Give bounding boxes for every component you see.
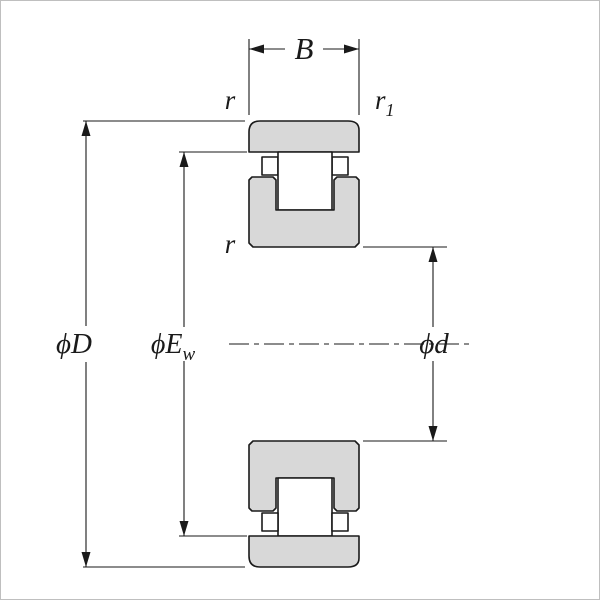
chamfer-inner-left-label: r bbox=[225, 229, 236, 259]
arrowhead-down bbox=[81, 552, 91, 567]
dim-raceway-sub: w bbox=[182, 344, 195, 365]
cage-top-right bbox=[331, 156, 349, 176]
roller-bottom bbox=[277, 477, 333, 537]
cage-bottom-right bbox=[331, 512, 349, 532]
dim-raceway-group: ϕEw bbox=[151, 151, 247, 537]
dim-outer-diameter-label: ϕD bbox=[56, 328, 92, 360]
arrowhead-up bbox=[81, 121, 91, 136]
outer-ring-top bbox=[248, 120, 360, 153]
chamfer-outer-right-label: r1 bbox=[375, 85, 395, 120]
arrowhead-down bbox=[428, 426, 438, 441]
inner-ring-bottom bbox=[248, 440, 360, 512]
arrowhead-up bbox=[179, 152, 189, 167]
cage-bottom-left bbox=[261, 512, 279, 532]
roller-top bbox=[277, 151, 333, 211]
outer-ring-bottom bbox=[248, 535, 360, 568]
dim-raceway-label: ϕEw bbox=[151, 329, 196, 365]
chamfer-outer-right-main: r bbox=[375, 85, 386, 115]
arrowhead-up bbox=[428, 247, 438, 262]
bearing-body bbox=[248, 120, 360, 568]
chamfer-outer-left-label: r bbox=[225, 85, 236, 115]
arrowhead-right bbox=[344, 44, 359, 54]
chamfer-outer-right-sub: 1 bbox=[386, 100, 395, 120]
inner-ring-top bbox=[248, 176, 360, 248]
dim-outer-diameter-group: ϕD bbox=[56, 120, 245, 568]
arrowhead-left bbox=[249, 44, 264, 54]
dim-bore-group: ϕd bbox=[363, 246, 449, 442]
arrowhead-down bbox=[179, 521, 189, 536]
dim-bore-label: ϕd bbox=[419, 328, 449, 360]
dim-width-label: B bbox=[295, 31, 314, 66]
cage-top-left bbox=[261, 156, 279, 176]
dim-raceway-main: ϕE bbox=[151, 329, 183, 360]
dim-width-group: B bbox=[248, 31, 360, 115]
